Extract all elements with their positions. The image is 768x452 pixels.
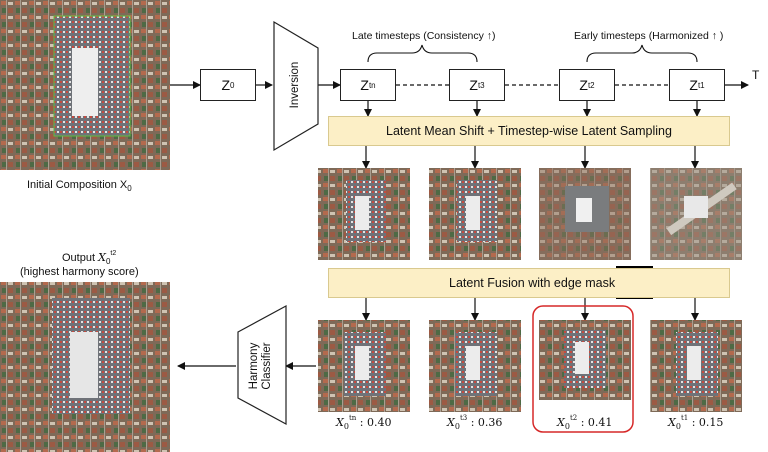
best-output-highlight xyxy=(532,305,634,433)
output-title: Output X0t2 xyxy=(62,250,117,266)
inversion-label: Inversion xyxy=(289,61,301,109)
final-output-image xyxy=(0,282,170,452)
brace-early xyxy=(586,44,698,63)
late-timesteps-label: Late timesteps (Consistency ↑) xyxy=(352,30,496,42)
harmonized-output-t2 xyxy=(539,320,631,400)
score-t1: X0t1 : 0.15 xyxy=(668,414,724,431)
initial-composition-image xyxy=(0,0,170,170)
sample-image-t2 xyxy=(539,168,631,260)
axis-t-label: T xyxy=(752,68,760,82)
brace-late xyxy=(367,44,478,63)
sample-image-t3 xyxy=(429,168,521,260)
score-tn: X0tn : 0.40 xyxy=(336,414,392,431)
sample-image-t1 xyxy=(650,168,742,260)
harmony-classifier-label: Harmony Classifier xyxy=(248,342,273,390)
latent-shift-band: Latent Mean Shift + Timestep-wise Latent… xyxy=(328,116,730,146)
latent-fusion-band: Latent Fusion with edge mask xyxy=(328,268,730,298)
score-t2: X0t2 : 0.41 xyxy=(557,414,613,431)
sample-image-tn xyxy=(318,168,410,260)
harmonized-output-tn xyxy=(318,320,410,412)
inversion-block xyxy=(273,20,319,152)
harmonized-output-t1 xyxy=(650,320,742,412)
output-subtitle: (highest harmony score) xyxy=(20,266,139,278)
harmony-classifier-block xyxy=(237,304,287,426)
early-timesteps-label: Early timesteps (Harmonized ↑ ) xyxy=(574,30,724,42)
initial-composition-label: Initial Composition X0 xyxy=(27,179,132,193)
harmonized-output-t3 xyxy=(429,320,521,412)
score-t3: X0t3 : 0.36 xyxy=(447,414,503,431)
